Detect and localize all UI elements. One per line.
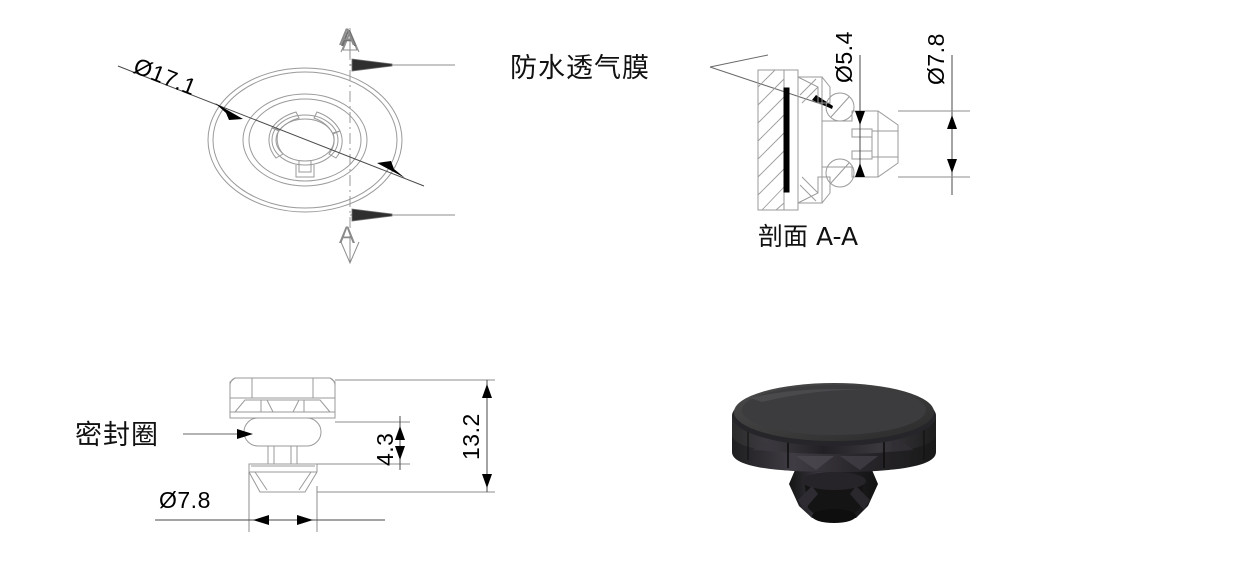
vent-slots (268, 111, 343, 178)
top-view: Ø17.1 A A A (0, 0, 520, 290)
diameter-dimension-line (117, 65, 425, 187)
dimension-total-height-line (317, 379, 495, 493)
render-top-cap (732, 383, 936, 446)
dimension-base-diameter-line (155, 472, 385, 532)
dimension-seal-height: 4.3 (372, 433, 398, 466)
dimension-outer-diameter: Ø17.1 (130, 52, 200, 100)
mid-circle-2 (248, 98, 362, 182)
cut-arrow-bottom (350, 208, 455, 222)
membrane-callout-label: 防水透气膜 (510, 53, 650, 84)
waterproof-membrane (783, 87, 790, 193)
product-3d-render (700, 368, 960, 558)
front-view: 密封圈 Ø7.8 4.3 (55, 360, 555, 550)
section-body (757, 69, 831, 211)
dimension-seal-height-line (317, 416, 410, 470)
outer-circle (207, 67, 403, 213)
o-ring-bottom (825, 158, 855, 188)
seal-ring-callout-label: 密封圈 (75, 420, 159, 451)
section-letter-bottom (340, 236, 360, 265)
stem (267, 446, 298, 464)
dimension-inner-diameter: Ø5.4 (831, 31, 857, 83)
dimension-base-diameter: Ø7.8 (159, 487, 211, 513)
dimension-total-height: 13.2 (458, 413, 484, 460)
section-letter-a-bottom: A (339, 222, 356, 249)
mid-circle (242, 93, 368, 187)
seal-ring-leader (183, 429, 253, 439)
dimension-stem-diameter: Ø7.8 (923, 33, 949, 85)
outer-circle-2 (212, 71, 398, 209)
cap-body (229, 377, 336, 419)
membrane-leader (709, 54, 833, 109)
cut-arrow-top (350, 58, 455, 72)
snap-base (248, 463, 318, 493)
render-snap-base (789, 470, 878, 523)
section-letter-top (340, 29, 360, 58)
bore-circle (271, 114, 339, 166)
section-view-a-a: Ø5.4 Ø7.8 防水透气膜 剖面 A-A (500, 25, 1020, 275)
section-letter-a-top: A (339, 24, 356, 51)
dimension-inner-diameter-line (855, 55, 865, 177)
dimension-stem-diameter-line (898, 55, 970, 195)
section-caption: 剖面 A-A (758, 222, 858, 251)
section-label-a-top: A (341, 25, 357, 51)
sealing-ring (243, 417, 322, 447)
